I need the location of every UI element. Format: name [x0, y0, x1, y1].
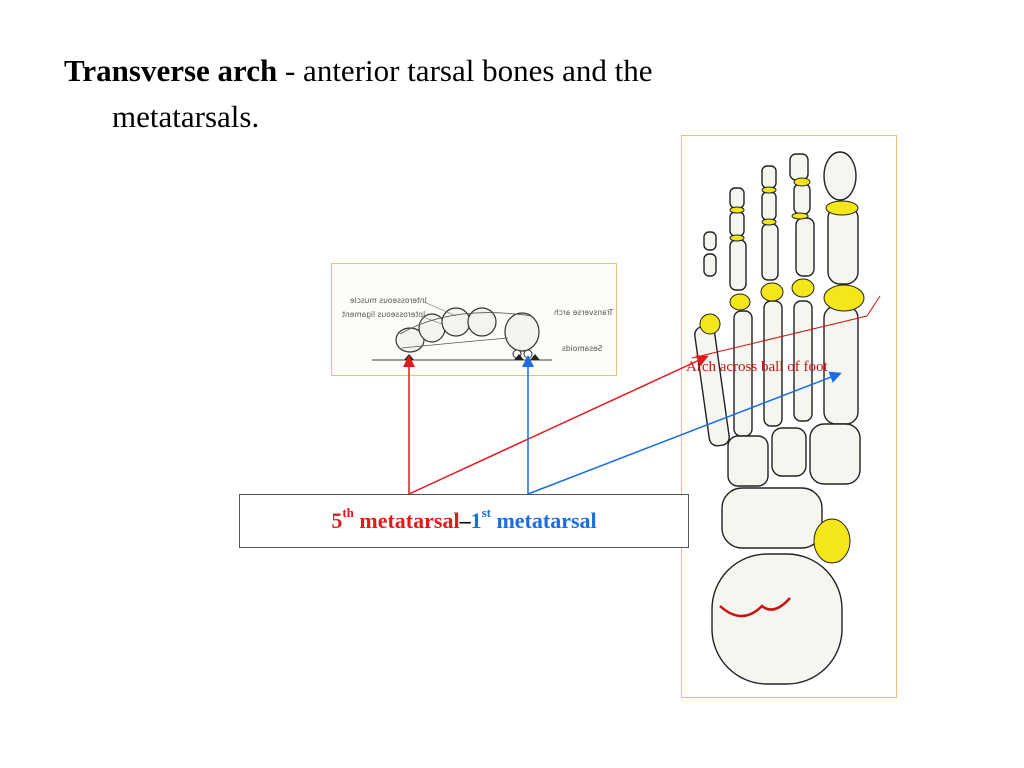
- fifth-text: metatarsal: [353, 508, 460, 533]
- fifth-metatarsal-arrows: [403, 355, 709, 495]
- label-transverse-arch: Transverse arch: [554, 308, 614, 317]
- slide-heading: Transverse arch - anterior tarsal bones …: [64, 48, 864, 140]
- heading-line2: metatarsals.: [112, 99, 260, 134]
- foot-skeleton-drawing: [691, 151, 881, 685]
- caption-dash: –: [459, 508, 471, 533]
- label-interosseous-muscle: Interosseous muscle: [350, 296, 427, 305]
- arch-across-ball-label: Arch across ball of foot: [686, 359, 828, 375]
- first-number: 1: [470, 508, 482, 533]
- label-interosseous-ligament: Interosseous ligament: [342, 310, 426, 319]
- arch-cross-section-drawing: [372, 301, 552, 361]
- heading-line1: Transverse arch - anterior tarsal bones …: [64, 48, 864, 94]
- fifth-number: 5: [331, 508, 343, 533]
- metatarsal-caption: 5th metatarsal – 1st metatarsal: [239, 494, 689, 548]
- foot-skeleton-figure: [681, 135, 897, 698]
- fifth-superscript: th: [342, 505, 354, 520]
- fifth-metatarsal-label: 5th metatarsal: [331, 505, 460, 534]
- label-sesamoids: Sesamoids: [562, 344, 603, 353]
- first-metatarsal-label: 1st metatarsal: [470, 505, 597, 534]
- first-text: metatarsal: [490, 508, 597, 533]
- heading-term: Transverse arch: [64, 53, 278, 88]
- heading-definition: - anterior tarsal bones and the: [277, 53, 653, 88]
- arch-cross-section-figure: Interosseous muscle Interosseous ligamen…: [331, 263, 617, 376]
- first-superscript: st: [481, 505, 491, 520]
